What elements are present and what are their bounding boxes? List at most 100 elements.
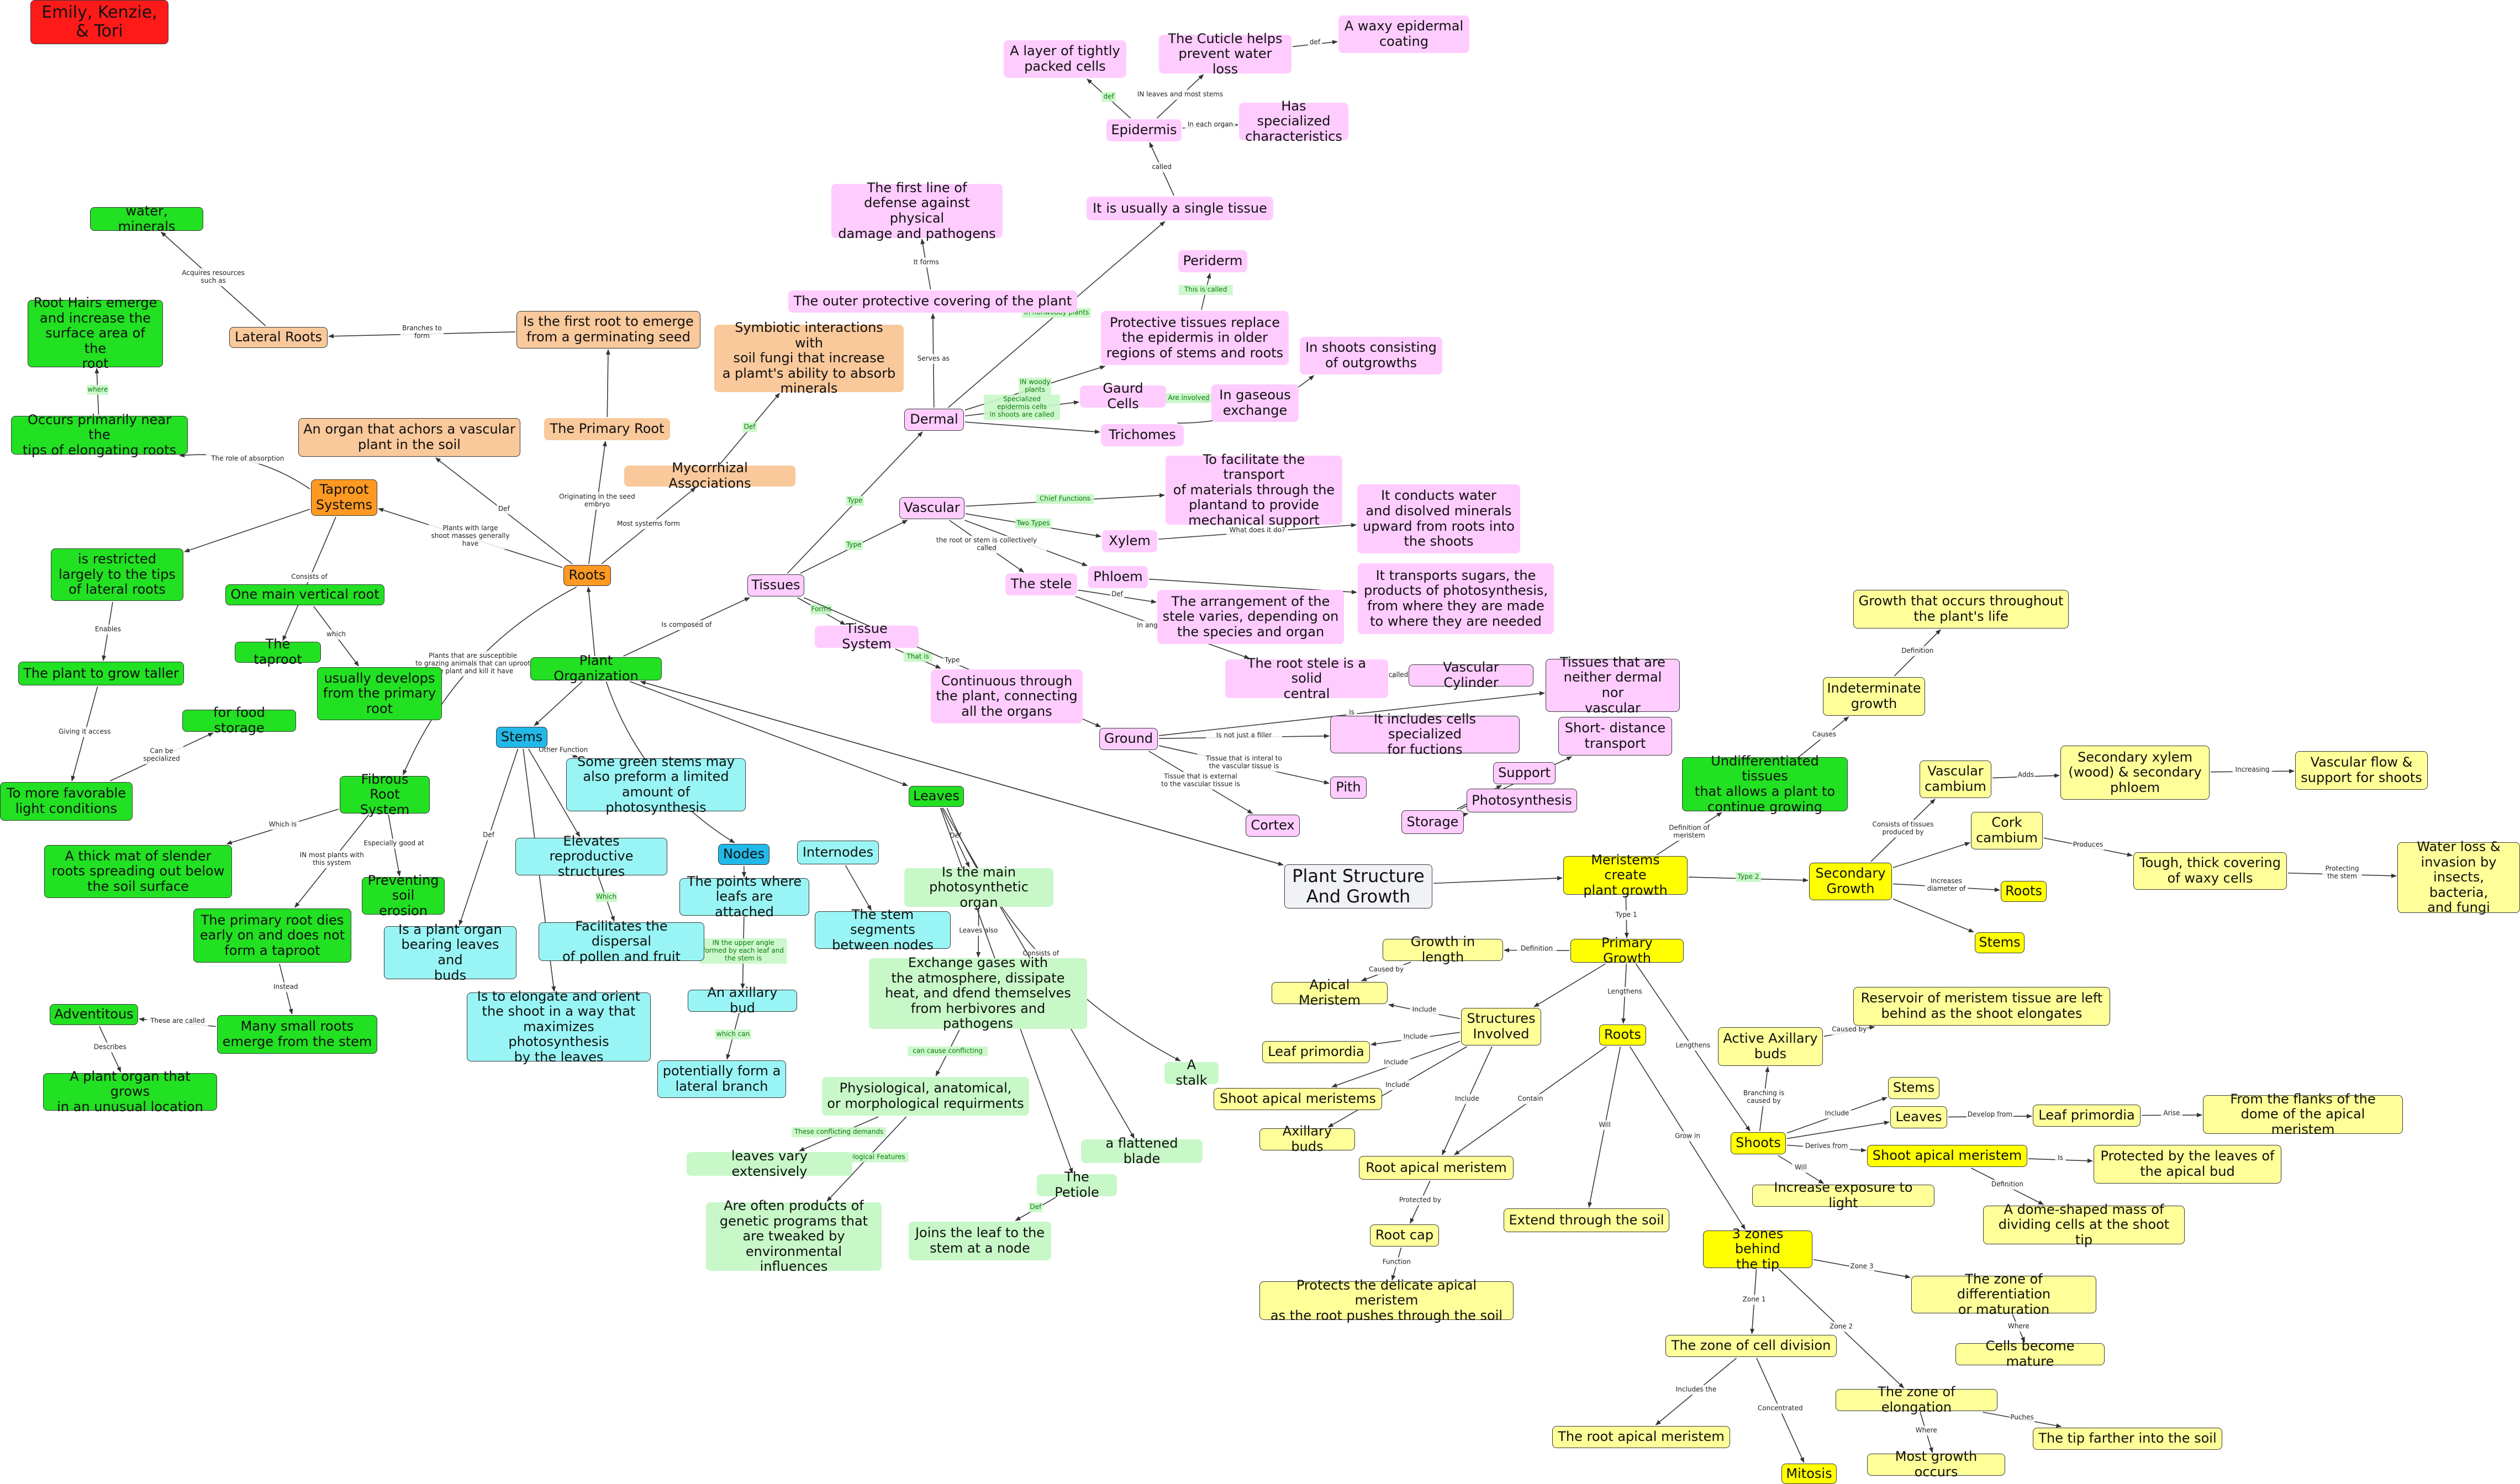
node-rootapical2[interactable]: The root apical meristem (1552, 1426, 1730, 1448)
node-layertight[interactable]: A layer of tightly packed cells (1004, 40, 1126, 78)
node-manysmall[interactable]: Many small roots emerge from the stem (217, 1015, 377, 1054)
node-extend[interactable]: Extend through the soil (1504, 1208, 1669, 1232)
node-gaurd[interactable]: Gaurd Cells (1080, 381, 1166, 411)
node-protects[interactable]: Protects the delicate apical meristem as… (1259, 1277, 1514, 1323)
node-indeterminate[interactable]: Indeterminate growth (1823, 677, 1925, 716)
node-physio[interactable]: Physiological, anatomical, or morphologi… (822, 1077, 1029, 1116)
node-foodstorage[interactable]: for food storage (182, 705, 296, 736)
node-thetaproot[interactable]: The taproot (235, 637, 321, 667)
node-restricted[interactable]: is restricted largely to the tips of lat… (51, 548, 183, 601)
node-secondary[interactable]: Secondary Growth (1809, 863, 1892, 900)
node-rootstele[interactable]: The root stele is a solid central (1225, 656, 1388, 701)
node-periderm[interactable]: Periderm (1178, 250, 1247, 272)
node-plantorg[interactable]: Plant Organization (530, 653, 662, 684)
node-shootapical1[interactable]: Shoot apical meristems (1214, 1088, 1382, 1110)
node-zoneelong[interactable]: The zone of elongation (1836, 1385, 1997, 1415)
node-storage[interactable]: Storage (1401, 810, 1464, 834)
node-threezones[interactable]: 3 zones behind the tip (1703, 1226, 1812, 1272)
node-thickmat[interactable]: A thick mat of slender roots spreading o… (44, 845, 232, 898)
node-undiff[interactable]: Undifferentiated tissues that allows a p… (1682, 753, 1848, 814)
node-cortex[interactable]: Cortex (1246, 815, 1300, 837)
node-astalk[interactable]: A stalk (1164, 1058, 1219, 1088)
node-rootapical[interactable]: Root apical meristem (1359, 1156, 1514, 1180)
node-stemsegs[interactable]: The stem segments between nodes (815, 907, 951, 953)
node-lateralbranch[interactable]: potentially form a lateral branch (657, 1060, 786, 1098)
node-activeax[interactable]: Active Axillary buds (1718, 1027, 1823, 1066)
node-axillarybud[interactable]: An axillary bud (688, 985, 797, 1016)
node-leafprim1[interactable]: Leaf primordia (1262, 1041, 1370, 1063)
node-shootapical2[interactable]: Shoot apical meristem (1867, 1145, 2027, 1167)
node-outerprotect[interactable]: The outer protective covering of the pla… (788, 291, 1077, 313)
node-tipfarther[interactable]: The tip farther into the soil (2033, 1428, 2222, 1450)
node-organachor[interactable]: An organ that achors a vascular plant in… (298, 418, 520, 457)
node-trichomes[interactable]: Trichomes (1101, 424, 1184, 446)
node-tough[interactable]: Tough, thick covering of waxy cells (2133, 852, 2287, 890)
node-ground[interactable]: Ground (1099, 728, 1158, 750)
node-firstline[interactable]: The first line of defense against physic… (831, 180, 1003, 241)
node-genetic[interactable]: Are often products of genetic programs t… (706, 1198, 882, 1274)
node-fibrous[interactable]: Fibrous Root System (340, 772, 430, 817)
node-corkcamb[interactable]: Cork cambium (1971, 812, 2043, 849)
node-photosyn[interactable]: Photosynthesis (1467, 789, 1577, 812)
node-cellsmature[interactable]: Cells become mature (1955, 1339, 2105, 1369)
node-continuous[interactable]: Continuous through the plant, connecting… (931, 669, 1083, 723)
node-protectedleaves[interactable]: Protected by the leaves of the apical bu… (2094, 1145, 2281, 1184)
node-symb[interactable]: Symbiotic interactions with soil fungi t… (714, 320, 904, 396)
node-protectivetissues[interactable]: Protective tissues replace the epidermis… (1101, 311, 1289, 365)
node-support[interactable]: Support (1493, 762, 1556, 784)
node-dermal[interactable]: Dermal (904, 409, 964, 431)
node-exchange[interactable]: Exchange gases with the atmosphere, diss… (869, 955, 1087, 1031)
node-taproot[interactable]: Taproot Systems (311, 479, 377, 516)
node-structures[interactable]: Structures Involved (1461, 1008, 1541, 1045)
node-preventing[interactable]: Preventing soil erosion (362, 873, 445, 918)
node-ystems[interactable]: Stems (1975, 932, 2025, 953)
node-includescells[interactable]: It includes cells specialized for fuctio… (1330, 711, 1520, 757)
node-facilitatestransport[interactable]: To facilitate the transport of materials… (1166, 452, 1342, 528)
node-unusual[interactable]: A plant organ that grows in an unusual l… (43, 1069, 217, 1115)
node-tissues[interactable]: Tissues (747, 574, 804, 596)
node-primarydies[interactable]: The primary root dies early on and does … (193, 909, 351, 963)
node-mitosis[interactable]: Mitosis (1781, 1464, 1837, 1484)
node-cuticle[interactable]: The Cuticle helps prevent water loss (1159, 31, 1291, 77)
node-conductswater[interactable]: It conducts water and disolved minerals … (1357, 484, 1520, 553)
node-plantorgan[interactable]: Is a plant organ bearing leaves and buds (384, 922, 516, 983)
node-neither[interactable]: Tissues that are neither dermal nor vasc… (1546, 654, 1680, 715)
node-main[interactable]: Plant Structure And Growth (1284, 864, 1432, 909)
node-roothairs[interactable]: Root Hairs emerge and increase the surfa… (28, 295, 163, 371)
node-vasccambium[interactable]: Vascular cambium (1920, 761, 1991, 798)
node-growthlength[interactable]: Growth in length (1383, 934, 1503, 965)
node-primroot[interactable]: The Primary Root (544, 418, 670, 440)
node-throughout[interactable]: Growth that occurs throughout the plant'… (1853, 590, 2069, 629)
node-vasccyl[interactable]: Vascular Cylinder (1409, 660, 1533, 690)
node-meristems[interactable]: Meristems create plant growth (1563, 852, 1688, 898)
node-joins[interactable]: Joins the leaf to the stem at a node (909, 1222, 1051, 1260)
node-secxylem[interactable]: Secondary xylem (wood) & secondary phloe… (2060, 746, 2210, 800)
node-elevates[interactable]: Elevates reproductive structures (515, 833, 667, 879)
node-internodes[interactable]: Internodes (797, 841, 879, 864)
node-epidermis[interactable]: Epidermis (1106, 119, 1182, 141)
node-shoots[interactable]: Shoots (1731, 1132, 1786, 1154)
node-increaseexp[interactable]: Increase exposure to light (1752, 1180, 1934, 1211)
node-yroots[interactable]: Roots (2001, 881, 2047, 902)
node-greenstems[interactable]: Some green stems may also preform a limi… (566, 754, 746, 815)
node-gaseous[interactable]: In gaseous exchange (1211, 384, 1299, 422)
node-leafprim2[interactable]: Leaf primordia (2033, 1105, 2141, 1127)
node-outgrowths[interactable]: In shoots consisting of outgrowths (1300, 337, 1442, 374)
node-domeshaped[interactable]: A dome-shaped mass of dividing cells at … (1983, 1202, 2185, 1248)
node-pointsleaves[interactable]: The points where leafs are attached (679, 874, 809, 920)
node-primgrowth[interactable]: Primary Growth (1570, 935, 1684, 965)
node-zonecell[interactable]: The zone of cell division (1665, 1335, 1837, 1357)
node-transportsugars[interactable]: It transports sugars, the products of ph… (1358, 563, 1554, 634)
node-growtaller[interactable]: The plant to grow taller (18, 662, 184, 685)
node-waterloss[interactable]: Water loss & invasion by insects, bacter… (2397, 839, 2520, 915)
node-stele[interactable]: The stele (1005, 573, 1077, 595)
node-usually[interactable]: usually develops from the primary root (317, 667, 442, 720)
node-leaves[interactable]: Leaves (909, 786, 964, 807)
node-vascular[interactable]: Vascular (899, 497, 964, 519)
node-lateral[interactable]: Lateral Roots (229, 327, 328, 348)
node-onemain[interactable]: One main vertical root (225, 584, 384, 605)
node-mostgrowth[interactable]: Most growth occurs (1867, 1449, 2005, 1480)
node-vascflow[interactable]: Vascular flow & support for shoots (2295, 751, 2428, 790)
node-zonediff[interactable]: The zone of differentiation or maturatio… (1911, 1271, 2096, 1317)
node-leavesvary[interactable]: leaves vary extensively (687, 1148, 852, 1179)
